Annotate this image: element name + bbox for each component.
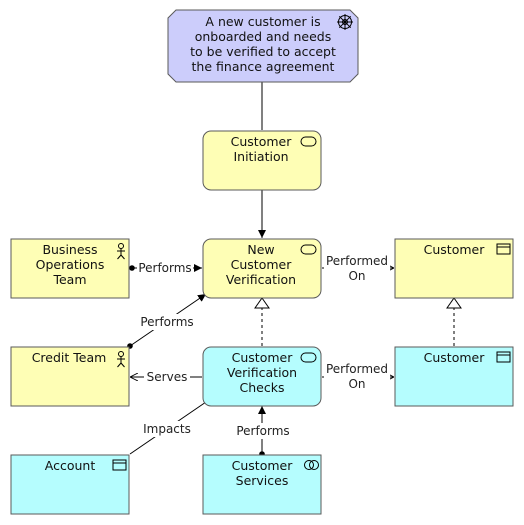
- node-account[interactable]: Account: [10, 454, 130, 515]
- edge-label-performs-3: Performs: [236, 424, 289, 438]
- edge-label-performs-2: Performs: [140, 315, 193, 329]
- service-icon: [300, 352, 317, 363]
- account-shape: [10, 454, 130, 515]
- account-label: Account: [45, 458, 96, 473]
- data-object-icon: [496, 351, 511, 363]
- text-line: On: [348, 269, 365, 283]
- new-customer-verification-shape: [202, 238, 322, 299]
- data-object-icon: [112, 459, 127, 471]
- text-line: Customer: [232, 350, 294, 365]
- text-line: Performed: [326, 362, 388, 376]
- customer-business-label: Customer: [424, 242, 486, 257]
- customer-business-shape: [394, 238, 514, 299]
- text-line: Customer: [231, 257, 293, 272]
- collaboration-icon: [304, 460, 319, 470]
- text-line: Checks: [240, 380, 285, 395]
- customer-app-shape: [394, 346, 514, 407]
- customer-app-label: Customer: [424, 350, 486, 365]
- service-icon: [300, 244, 317, 255]
- text-line: Credit Team: [32, 350, 107, 365]
- text-line: to be verified to accept: [190, 44, 336, 59]
- text-line: Business: [42, 242, 97, 257]
- customer-verification-checks-shape: [202, 346, 322, 407]
- text-line: Operations: [36, 257, 105, 272]
- edge-label-serves: Serves: [147, 370, 188, 384]
- realization-arrowhead-1: [254, 297, 270, 309]
- edge-label-performs-1: Performs: [138, 261, 191, 275]
- text-line: Customer: [232, 458, 294, 473]
- actor-icon: [117, 351, 125, 368]
- text-line: Serves: [147, 370, 188, 384]
- node-customer-business[interactable]: Customer: [394, 238, 514, 299]
- text-line: Customer: [424, 350, 486, 365]
- text-line: Impacts: [143, 422, 191, 436]
- event-shape: [167, 9, 359, 83]
- text-line: New: [247, 242, 274, 257]
- credit-team-label: Credit Team: [32, 350, 107, 365]
- text-line: Account: [45, 458, 96, 473]
- text-line: Performed: [326, 254, 388, 268]
- text-line: the finance agreement: [192, 59, 335, 74]
- text-line: Verification: [227, 365, 297, 380]
- node-customer-app[interactable]: Customer: [394, 346, 514, 407]
- text-line: Customer: [231, 134, 293, 149]
- text-line: onboarded and needs: [195, 29, 332, 44]
- credit-team-shape: [10, 346, 130, 407]
- customer-services-shape: [202, 454, 322, 515]
- text-line: Performs: [140, 315, 193, 329]
- actor-icon: [117, 243, 125, 260]
- text-line: Services: [236, 473, 289, 488]
- node-credit-team[interactable]: Credit Team: [10, 346, 130, 407]
- service-icon: [300, 136, 317, 147]
- text-line: Initiation: [233, 149, 288, 164]
- edge-label-impacts: Impacts: [143, 422, 191, 436]
- text-line: Customer: [424, 242, 486, 257]
- customer-initiation-shape: [202, 130, 322, 191]
- event-icon: [337, 14, 353, 30]
- realization-arrowhead-2: [446, 297, 462, 309]
- business-object-icon: [496, 243, 511, 255]
- text-line: Performs: [236, 424, 289, 438]
- business-operations-team-shape: [10, 238, 130, 299]
- text-line: On: [348, 377, 365, 391]
- text-line: A new customer is: [205, 14, 320, 29]
- text-line: Team: [52, 272, 86, 287]
- text-line: Performs: [138, 261, 191, 275]
- text-line: Verification: [226, 272, 296, 287]
